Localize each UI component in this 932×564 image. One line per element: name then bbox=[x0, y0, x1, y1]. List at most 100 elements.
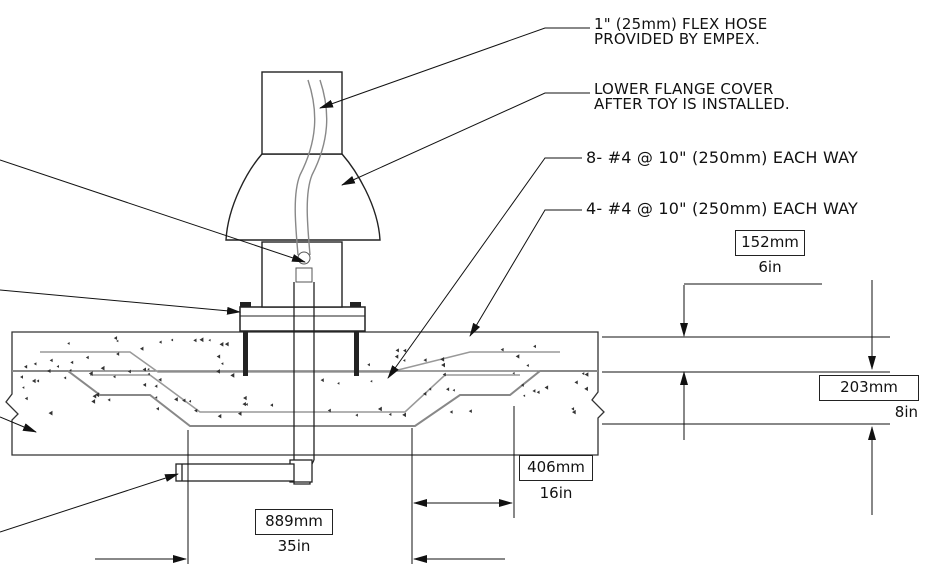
callout-flex-hose-line1: 1" (25mm) FLEX HOSE bbox=[594, 15, 768, 33]
aggregate-speck bbox=[56, 364, 59, 368]
aggregate-speck bbox=[158, 340, 162, 344]
aggregate-speck bbox=[20, 375, 23, 379]
dim-889-imperial: 35in bbox=[277, 537, 311, 555]
aggregate-speck bbox=[394, 354, 399, 359]
aggregate-speck bbox=[112, 375, 116, 379]
aggregate-speck bbox=[230, 372, 235, 378]
dim-889-metric: 889mm bbox=[265, 512, 323, 530]
aggregate-speck bbox=[526, 364, 529, 368]
aggregate-speck bbox=[441, 362, 446, 368]
aggregate-speck bbox=[571, 407, 575, 411]
aggregate-speck bbox=[139, 346, 144, 351]
dim-203-imperial: 8in bbox=[894, 403, 918, 421]
aggregate-speck bbox=[237, 411, 242, 416]
aggregate-speck bbox=[147, 367, 150, 371]
aggregate-speck bbox=[402, 359, 406, 362]
lower-flange-plate bbox=[239, 306, 366, 332]
aggregate-speck bbox=[446, 387, 450, 392]
aggregate-speck bbox=[22, 386, 25, 389]
dim-152-metric: 152mm bbox=[741, 233, 799, 251]
aggregate-speck bbox=[452, 388, 455, 392]
aggregate-speck bbox=[581, 372, 585, 376]
aggregate-speck bbox=[217, 414, 222, 419]
aggregate-speck bbox=[243, 395, 247, 401]
aggregate-speck bbox=[127, 369, 131, 374]
aggregate-speck bbox=[193, 338, 197, 343]
aggregate-speck bbox=[536, 390, 540, 394]
aggregate-speck bbox=[533, 344, 536, 349]
aggregate-speck bbox=[242, 401, 246, 407]
aggregate-speck bbox=[221, 362, 224, 366]
aggregate-speck bbox=[377, 406, 382, 412]
aggregate-speck bbox=[584, 386, 588, 392]
aggregate-speck bbox=[49, 358, 53, 363]
aggregate-speck bbox=[182, 398, 186, 403]
aggregate-speck bbox=[154, 396, 158, 399]
aggregate-speck bbox=[327, 408, 331, 413]
dim-203-bracket bbox=[819, 375, 919, 401]
aggregate-speck bbox=[116, 339, 119, 343]
aggregate-speck bbox=[402, 412, 406, 418]
aggregate-speck bbox=[188, 399, 192, 403]
callout-rebar-bottom: 4- #4 @ 10" (250mm) EACH WAY bbox=[586, 199, 858, 218]
aggregate-speck bbox=[91, 399, 96, 404]
callout-rebar-top: 8- #4 @ 10" (250mm) EACH WAY bbox=[586, 148, 858, 167]
aggregate-speck bbox=[116, 352, 120, 356]
vertical-pipe bbox=[289, 282, 315, 485]
aggregate-speck bbox=[88, 371, 93, 376]
aggregate-speck bbox=[216, 354, 221, 359]
aggregate-speck bbox=[428, 387, 432, 391]
aggregate-speck bbox=[449, 410, 453, 414]
aggregate-speck bbox=[67, 342, 70, 345]
aggregate-speck bbox=[36, 379, 40, 383]
dim-203-metric: 203mm bbox=[840, 378, 898, 396]
callout-flange-cover-line1: LOWER FLANGE COVER bbox=[594, 80, 774, 98]
aggregate-speck bbox=[113, 336, 118, 341]
aggregate-speck bbox=[156, 406, 159, 411]
dimension-lines bbox=[95, 280, 890, 564]
aggregate-speck bbox=[199, 337, 204, 343]
dim-889-bracket bbox=[255, 509, 333, 535]
aggregate-speck bbox=[107, 398, 111, 402]
aggregate-speck bbox=[142, 382, 147, 387]
aggregate-speck bbox=[85, 355, 89, 360]
callout-flex-hose-line2: PROVIDED BY EMPEX. bbox=[594, 30, 761, 48]
aggregate-speck bbox=[355, 413, 358, 417]
aggregate-speck bbox=[170, 338, 174, 342]
aggregate-speck bbox=[571, 409, 576, 415]
aggregate-speck bbox=[388, 412, 392, 417]
aggregate-speck bbox=[70, 360, 74, 365]
concrete-aggregate bbox=[20, 336, 589, 419]
aggregate-speck bbox=[147, 372, 150, 376]
aggregate-speck bbox=[224, 341, 229, 347]
aggregate-speck bbox=[154, 384, 158, 388]
slab-haunch-line bbox=[12, 370, 598, 427]
concrete-slab bbox=[5, 331, 605, 456]
aggregate-speck bbox=[95, 392, 100, 398]
aggregate-speck bbox=[423, 391, 427, 396]
aggregate-speck bbox=[208, 338, 211, 342]
aggregate-speck bbox=[512, 371, 515, 375]
aggregate-speck bbox=[574, 380, 578, 385]
aggregate-speck bbox=[423, 358, 427, 363]
aggregate-speck bbox=[63, 376, 67, 380]
aggregate-speck bbox=[69, 368, 72, 372]
aggregate-speck bbox=[47, 368, 51, 373]
dim-152-bracket bbox=[735, 230, 805, 256]
aggregate-speck bbox=[440, 356, 445, 362]
aggregate-speck bbox=[367, 363, 370, 367]
aggregate-speck bbox=[544, 385, 549, 390]
aggregate-speck bbox=[320, 378, 324, 383]
rebar-lines bbox=[40, 351, 560, 413]
aggregate-speck bbox=[24, 396, 28, 401]
aggregate-speck bbox=[245, 403, 248, 406]
callout-flange-cover-line2: AFTER TOY IS INSTALLED. bbox=[594, 95, 790, 113]
aggregate-speck bbox=[520, 383, 524, 387]
aggregate-speck bbox=[403, 348, 407, 353]
aggregate-speck bbox=[500, 347, 504, 352]
aggregate-speck bbox=[92, 394, 97, 399]
aggregate-speck bbox=[370, 379, 373, 383]
aggregate-speck bbox=[584, 372, 589, 377]
dim-406-bracket bbox=[519, 455, 593, 481]
